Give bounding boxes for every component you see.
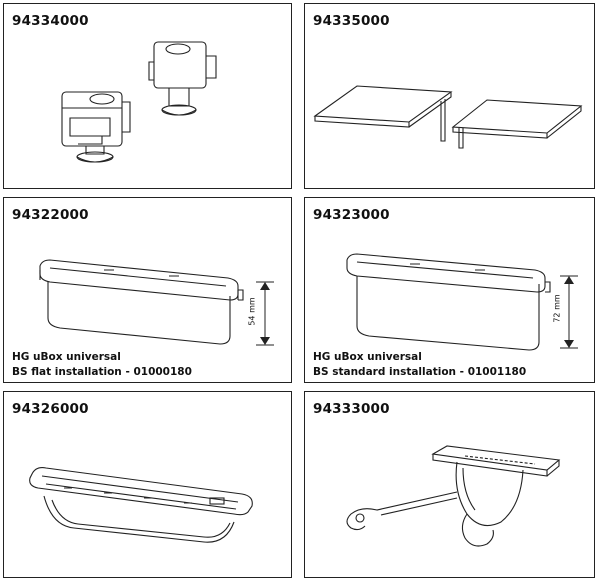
product-cell-94326000: 94326000 — [3, 391, 292, 578]
description-line-2: BS standard installation - 01001180 — [313, 366, 527, 378]
cover-plates-icon — [313, 85, 583, 149]
product-cell-94322000: 94322000 54 mm HG uBox universal BS flat… — [3, 197, 292, 383]
product-cell-94323000: 94323000 72 mm HG uBox universal BS stan… — [304, 197, 595, 383]
ubox-standard-icon — [346, 253, 578, 351]
description-line-1: HG uBox universal — [313, 351, 422, 363]
product-description: HG uBox universal BS standard installati… — [313, 350, 526, 380]
description-line-1: HG uBox universal — [12, 351, 121, 363]
product-code: 94326000 — [12, 401, 89, 417]
ubox-tray-icon — [29, 467, 253, 543]
dimension-label: 54 mm — [247, 297, 257, 326]
product-description: HG uBox universal BS flat installation -… — [12, 350, 192, 380]
product-code: 94335000 — [313, 13, 390, 29]
hook-holder-icon — [346, 445, 561, 547]
product-cell-94333000: 94333000 — [304, 391, 595, 578]
product-code: 94323000 — [313, 207, 390, 223]
dimension-label: 72 mm — [552, 294, 562, 323]
product-cell-94334000: 94334000 — [3, 3, 292, 189]
clip-mounts-icon — [61, 41, 217, 163]
product-code: 94322000 — [12, 207, 89, 223]
description-line-2: BS flat installation - 01000180 — [12, 366, 192, 378]
product-code: 94334000 — [12, 13, 89, 29]
ubox-flat-icon — [39, 259, 274, 346]
product-code: 94333000 — [313, 401, 390, 417]
product-cell-94335000: 94335000 — [304, 3, 595, 189]
